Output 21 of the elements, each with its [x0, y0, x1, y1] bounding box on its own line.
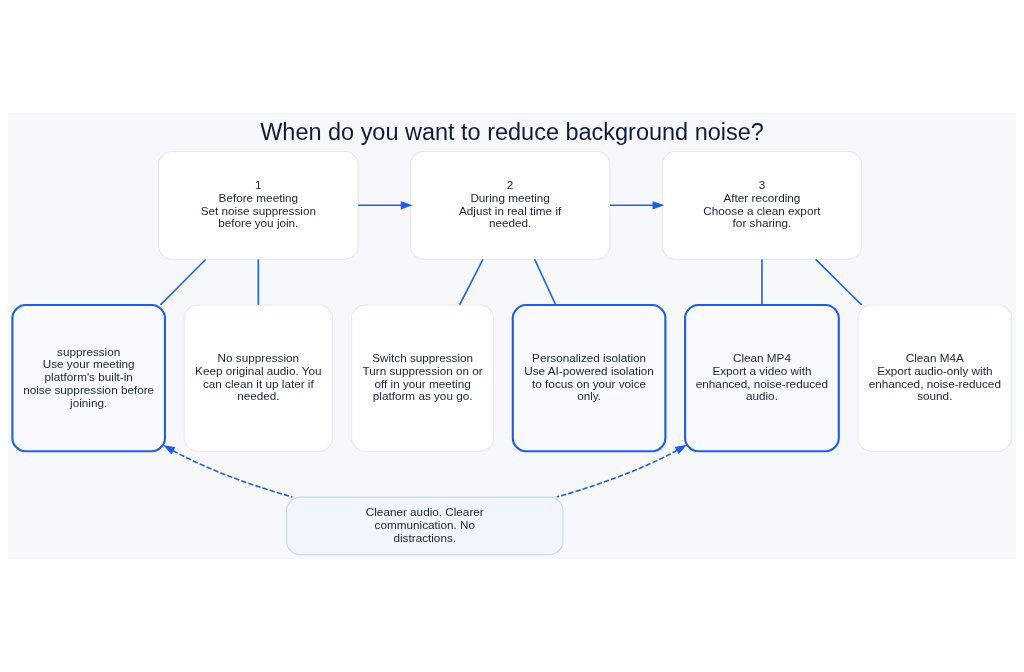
arrow [609, 201, 665, 210]
node-box: Clean MP4 Export a video with enhanced, noise-reduced audio. [684, 304, 840, 453]
arrow [357, 201, 413, 210]
arrow [163, 445, 294, 498]
node-box: 2 During meeting Adjust in real time if needed. [409, 150, 611, 260]
node-box: Clean M4A Export audio-only with enhanced, noise-reduced sound. [857, 304, 1013, 452]
node-box: Cleaner audio. Clearer communication. No distractions. [286, 496, 564, 556]
connector [458, 258, 484, 306]
node-box: 1 Before meeting Set noise suppression before you join. [158, 150, 359, 260]
connector [533, 258, 557, 306]
connector [761, 258, 763, 306]
node-box: suppression Use your meeting platform's built-in noise suppression before joining. [11, 304, 167, 453]
connector [159, 258, 207, 306]
arrow [555, 444, 687, 498]
diagram-title: When do you want to reduce background noise? [260, 119, 764, 146]
node-box: Switch suppression Turn suppression on or off in your meeting platform as you go. [351, 304, 495, 452]
connector [257, 258, 260, 306]
connector [814, 258, 863, 306]
node-box: 3 After recording Choose a clean export for sharing. [661, 150, 863, 260]
node-box: Personalized isolation Use AI-powered isolation to focus on your voice only. [511, 304, 667, 453]
node-box: No suppression Keep original audio. You can clean it up later if needed. [183, 304, 333, 452]
